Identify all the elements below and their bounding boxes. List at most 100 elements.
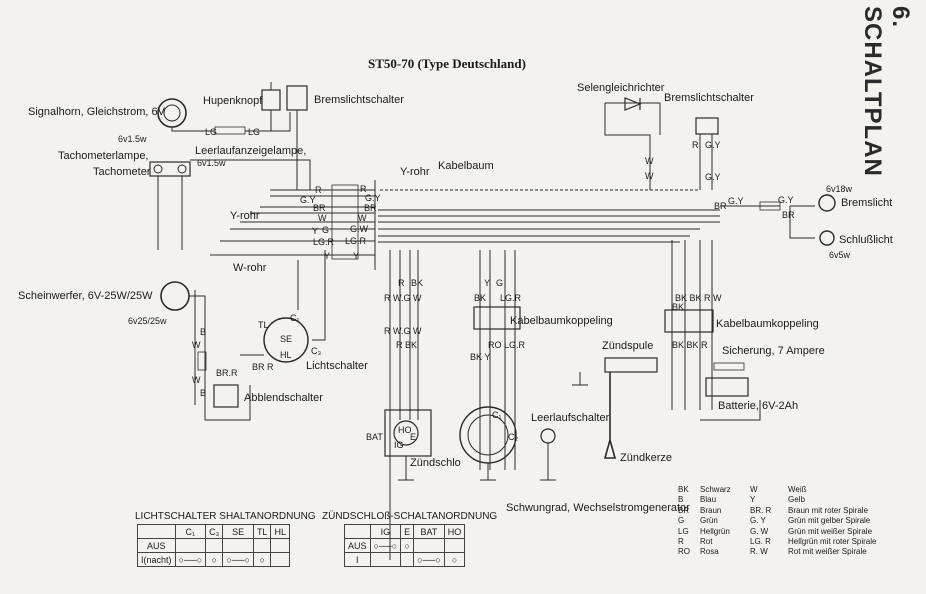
table-cell: [174, 538, 207, 553]
wire-label: LG.R: [345, 236, 367, 246]
table-cell: [369, 552, 402, 567]
table-cell: [443, 538, 466, 553]
bremslichtschalter-rear-symbol: [695, 117, 719, 135]
label-bremslichtschalter-front: Bremslichtschalter: [314, 94, 404, 106]
table-header: SE: [222, 524, 254, 539]
label-hupenknopf: Hupenknopf: [203, 95, 263, 107]
label-scheinwerfer-rating: 6v25/25w: [128, 316, 167, 326]
table-header: [344, 524, 371, 539]
zuendschloss-symbol: [384, 409, 432, 457]
label-leerlauf-rating: 6v1.5w: [197, 158, 226, 168]
table-cell: ○: [400, 538, 415, 553]
wire-label: G.Y: [728, 196, 744, 206]
label-selengleichrichter: Selengleichrichter: [577, 82, 665, 94]
label-kabelbaum: Kabelbaum: [438, 160, 494, 172]
wire-label: BR: [782, 210, 795, 220]
label-schlusslicht: Schlußlicht: [839, 234, 893, 246]
label-abblendschalter: Abblendschalter: [244, 392, 323, 404]
wire-label: C₁: [290, 313, 300, 323]
label-batterie: Batterie, 6V-2Ah: [718, 400, 799, 412]
wire-label: TL: [258, 320, 269, 330]
table-cell: ○: [252, 552, 272, 567]
table-cell: [413, 538, 445, 553]
wire-label: G.Y: [778, 195, 794, 205]
table-header: TL: [252, 524, 272, 539]
lichtschalter-table: C₁ C₃ SE TL HL AUS I(nacht) ○──○○ ○──○○: [137, 524, 290, 567]
wire-label: Y: [353, 251, 360, 261]
scheinwerfer-symbol: [160, 281, 190, 311]
label-tachometerlampe: Tachometerlampe,: [58, 150, 149, 162]
wire-label: BR: [313, 203, 326, 213]
table-cell: ○──○: [222, 552, 254, 567]
label-kabelbaumkoppeling-left: Kabelbaumkoppeling: [510, 315, 613, 327]
table-header: [137, 524, 176, 539]
label-signalhorn: Signalhorn, Gleichstrom, 6V: [28, 106, 165, 118]
wire-label: R: [360, 184, 367, 194]
lichtschalter-symbol: [263, 317, 309, 363]
table-header: BAT: [413, 524, 445, 539]
label-lichtschalter: Lichtschalter: [306, 360, 368, 372]
wire-label: BK: [474, 293, 487, 303]
wire-label: G.Y: [300, 195, 316, 205]
sicherung-symbol: [713, 362, 745, 371]
abblendschalter-symbol: [213, 384, 239, 408]
table-row: I ○──○○: [344, 552, 466, 567]
wire-label: Y: [324, 251, 331, 261]
table-header: IG: [369, 524, 402, 539]
wire-label: IG: [394, 440, 404, 450]
zuendschloss-table-title: ZÜNDSCHLOß-SCHALTANORDNUNG: [322, 511, 498, 522]
wire-label: LG: [205, 127, 218, 137]
label-schwungrad: Schwungrad, Wechselstromgenerator: [506, 502, 690, 514]
bremslicht-symbol: [818, 194, 836, 212]
label-bremslicht-rating: 6v18w: [826, 184, 853, 194]
wire-label: BK: [672, 302, 685, 312]
gleichrichter-diode: [624, 97, 642, 111]
label-tacho-rating: 6v1.5w: [118, 134, 147, 144]
wire-label: HO: [398, 425, 412, 435]
wire-label: G.Y: [705, 140, 721, 150]
wire-label: R: [315, 185, 322, 195]
wire-label: BR: [714, 201, 727, 211]
label-y-rohr-left: Y-rohr: [230, 210, 260, 222]
wire-label: G.Y: [365, 193, 381, 203]
table-cell: I(nacht): [137, 552, 176, 567]
zuendspule-symbol: [604, 357, 658, 373]
table-cell: ○──○: [413, 552, 445, 567]
label-scheinwerfer: Scheinwerfer, 6V-25W/25W: [18, 290, 153, 302]
wire-label: BK BK R W: [675, 293, 722, 303]
table-row: AUS ○──○○: [344, 538, 466, 553]
wire-label: W: [358, 213, 367, 223]
wire-label: G: [496, 278, 504, 288]
table-cell: I: [344, 552, 371, 567]
wire-label: BK: [411, 278, 424, 288]
wire-label: W: [318, 213, 327, 223]
table-cell: ○──○: [369, 538, 402, 553]
wire-label: W: [645, 156, 654, 166]
wire-label: G.W: [350, 224, 368, 234]
label-bremslicht: Bremslicht: [841, 197, 893, 209]
wire-label: R BK: [396, 340, 418, 350]
label-kabelbaumkoppeling-right: Kabelbaumkoppeling: [716, 318, 819, 330]
wire-label: LG.R: [500, 293, 522, 303]
label-leerlaufschalter: Leerlaufschalter: [531, 412, 610, 424]
wire-label: BR R: [252, 362, 274, 372]
table-cell: AUS: [137, 538, 176, 553]
wire-label: RO LG.R: [488, 340, 526, 350]
table-cell: [270, 538, 290, 553]
wire-label: G: [322, 225, 330, 235]
wire-label: R: [398, 278, 405, 288]
wire-label: E: [410, 432, 417, 442]
wire-label: LG: [248, 127, 261, 137]
wire-label: BR.R: [216, 368, 238, 378]
wire-label: G.Y: [705, 172, 721, 182]
zuendschloss-table: IG E BAT HO AUS ○──○○ I ○──○○: [344, 524, 466, 567]
wire-label: Y: [484, 278, 491, 288]
hupenknopf-symbol: [261, 89, 281, 111]
batterie-symbol: [705, 377, 749, 397]
table-cell: [252, 538, 272, 553]
table-header: E: [400, 524, 415, 539]
wire-label: BAT: [366, 432, 383, 442]
